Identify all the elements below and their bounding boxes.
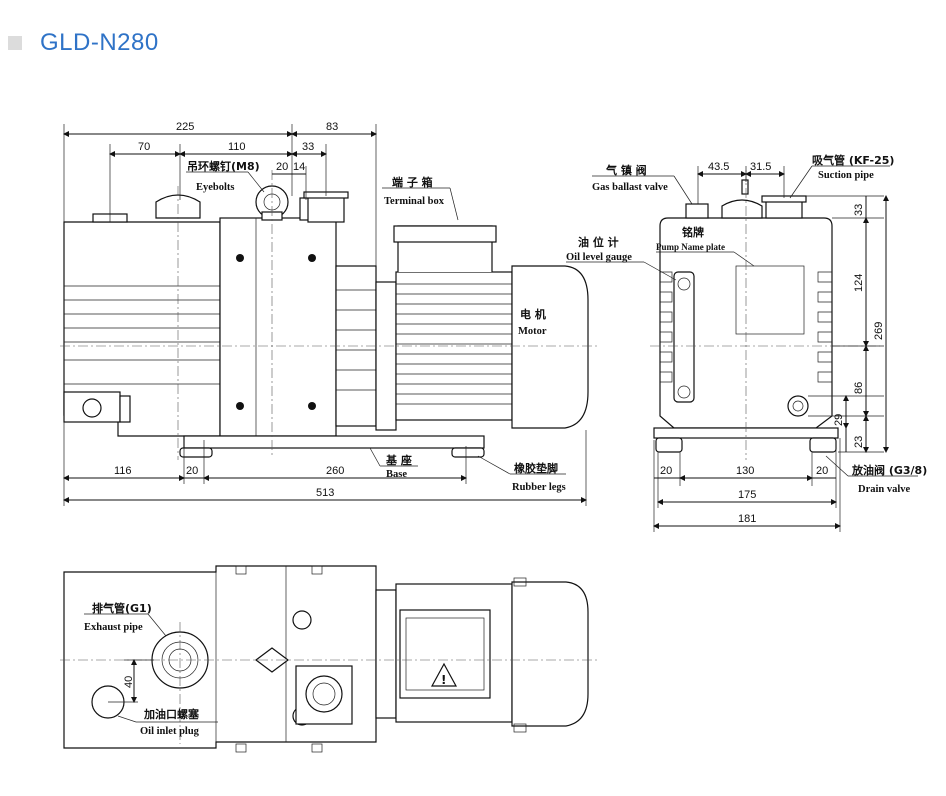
label-suction-cn: 吸气管 (KF-25) — [812, 153, 894, 167]
base-plate — [183, 435, 485, 449]
top-view: ! 40 排气管(G1) Exhaust pipe 加油口螺塞 Oil inle… — [60, 565, 600, 753]
dim-29: 29 — [833, 414, 845, 426]
side-fins-right — [817, 271, 832, 383]
dim-40: 40 — [123, 676, 135, 688]
label-terminal-en: Terminal box — [384, 196, 445, 207]
bolt-icon — [236, 402, 244, 410]
suction-port — [307, 195, 345, 223]
label-eyebolts-en: Eyebolts — [196, 182, 235, 193]
warning-icon — [430, 662, 458, 687]
label-rubber-cn: 橡胶垫脚 — [514, 461, 558, 475]
label-oil-gauge-en: Oil level gauge — [566, 252, 632, 263]
gas-ballast-valve — [685, 203, 709, 219]
dim-23: 23 — [853, 436, 865, 448]
dim-124: 124 — [853, 274, 865, 292]
dim-20-side-right: 20 — [816, 465, 828, 477]
label-motor-cn: 电 机 — [520, 307, 546, 321]
label-ballast-cn: 气 镇 阀 — [605, 163, 647, 177]
front-dimensions — [63, 124, 587, 506]
label-eyebolts-cn: 吊环螺钉(M8) — [187, 159, 260, 173]
rubber-leg — [451, 447, 485, 458]
dim-130: 130 — [736, 465, 754, 477]
top-fan-cover — [511, 581, 589, 727]
dim-260: 260 — [326, 465, 344, 477]
dim-83: 83 — [326, 121, 338, 133]
dim-116: 116 — [114, 465, 132, 477]
label-motor-en: Motor — [518, 326, 547, 337]
label-nameplate-en: Pump Name plate — [656, 242, 725, 252]
label-exhaust-cn: 排气管(G1) — [92, 601, 152, 615]
drain-plug-icon — [787, 395, 809, 417]
dim-14: 14 — [293, 161, 305, 173]
bolt-icon — [308, 402, 316, 410]
oil-level-gauge — [673, 271, 695, 403]
label-oil-inlet-en: Oil inlet plug — [140, 726, 200, 737]
dim-31-5: 31.5 — [750, 161, 771, 173]
page-header: GLD-N280 — [8, 29, 159, 56]
label-suction-en: Suction pipe — [818, 170, 874, 181]
label-oil-gauge-cn: 油 位 计 — [578, 235, 619, 249]
dim-269: 269 — [873, 322, 885, 340]
label-ballast-en: Gas ballast valve — [592, 182, 668, 193]
side-fins-left — [660, 271, 673, 383]
bolt-icon — [236, 254, 244, 262]
dim-70: 70 — [138, 141, 150, 153]
dim-20-base: 20 — [186, 465, 198, 477]
label-terminal-cn: 端 子 箱 — [392, 175, 433, 189]
dim-20: 20 — [276, 161, 288, 173]
label-nameplate-cn: 铭牌 — [682, 225, 704, 239]
dim-225: 225 — [176, 121, 194, 133]
dim-33: 33 — [302, 141, 314, 153]
side-dimensions — [653, 166, 889, 532]
suction-pipe — [765, 199, 803, 219]
header-square-icon — [8, 36, 22, 50]
motor-fan-cover — [511, 265, 589, 429]
name-plate — [735, 265, 805, 335]
dim-175: 175 — [738, 489, 756, 501]
label-base-en: Base — [386, 469, 407, 480]
motor-fins — [396, 283, 512, 405]
label-oil-inlet-cn: 加油口螺塞 — [143, 707, 200, 721]
dim-33-side: 33 — [853, 204, 865, 216]
label-rubber-en: Rubber legs — [512, 482, 566, 493]
dim-181: 181 — [738, 513, 756, 525]
label-drain-en: Drain valve — [858, 484, 911, 495]
side-view: 43.5 31.5 33 124 269 86 29 23 20 130 20 … — [566, 153, 927, 532]
dim-86: 86 — [853, 382, 865, 394]
bolt-icon — [308, 254, 316, 262]
dim-110: 110 — [228, 141, 246, 153]
label-base-cn: 基 座 — [385, 453, 412, 467]
drain-valve-icon — [82, 398, 102, 418]
label-drain-cn: 放油阀 (G3/8) — [851, 463, 927, 477]
label-exhaust-en: Exhaust pipe — [84, 622, 143, 633]
dim-20-side-left: 20 — [660, 465, 672, 477]
front-view: 225 83 70 110 33 20 14 116 20 260 513 吊环… — [60, 121, 600, 506]
svg-text:!: ! — [441, 673, 446, 687]
dim-513: 513 — [316, 487, 334, 499]
rubber-leg — [179, 447, 213, 458]
page-title: GLD-N280 — [40, 29, 159, 56]
dim-43-5: 43.5 — [708, 161, 729, 173]
